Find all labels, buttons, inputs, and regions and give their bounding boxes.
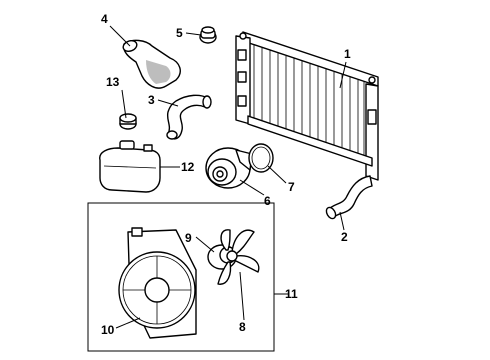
thermostat-icon [199,26,217,44]
leader-lines [109,25,347,329]
thermostat-housing-icon [122,39,181,89]
reservoir-icon [99,140,161,193]
callout-2: 2 [341,230,348,244]
callout-4: 4 [101,12,108,26]
callout-3: 3 [148,93,155,107]
lower-hose-icon [325,175,373,220]
radiator-icon [235,31,379,181]
callout-10: 10 [101,323,115,337]
callout-6: 6 [264,194,271,208]
callout-7: 7 [288,180,295,194]
callout-labels: 1 2 3 4 5 6 7 8 9 10 11 12 13 [101,12,351,337]
fan-assembly-bracket [87,202,275,352]
callout-13: 13 [106,75,120,89]
callout-9: 9 [185,231,192,245]
callout-8: 8 [239,320,246,334]
callout-11: 11 [285,287,298,301]
water-pump-icon [205,147,253,189]
fan-shroud-icon [118,227,197,339]
gasket-icon [248,143,274,173]
upper-hose-icon [166,94,212,140]
fan-blade-icon [217,229,260,285]
callout-12: 12 [181,160,195,174]
cap-icon [119,113,137,130]
callout-1: 1 [344,47,351,61]
callout-5: 5 [176,26,183,40]
